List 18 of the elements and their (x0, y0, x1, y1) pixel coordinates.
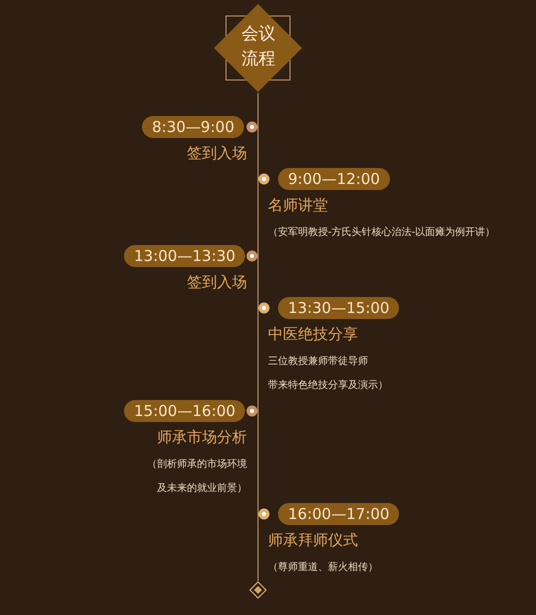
time-pill: 13:00—13:30 (124, 245, 246, 267)
session-title: 中医绝技分享 (268, 324, 358, 344)
time-pill: 16:00—17:00 (278, 503, 400, 525)
session-title: 签到入场 (187, 143, 247, 163)
session-description: （安军明教授-方氏头针核心治法-以面瘫为例开讲） (268, 226, 496, 240)
session-title: 师承市场分析 (157, 427, 247, 447)
time-pill: 9:00—12:00 (278, 168, 390, 190)
session-title: 名师讲堂 (268, 195, 328, 215)
session-title: 签到入场 (187, 272, 247, 292)
time-pill: 13:30—15:00 (278, 297, 400, 319)
time-pill: 8:30—9:00 (142, 116, 244, 138)
time-pill: 15:00—16:00 (124, 400, 246, 422)
session-description: （剖析师承的市场环境及未来的就业前景） (146, 458, 247, 496)
session-description: 三位教授兼师带徒导师 (268, 354, 368, 369)
session-title: 师承拜师仪式 (268, 530, 358, 550)
node-label: 会议流程 (240, 23, 277, 71)
session-description: （尊师重道、薪火相传） (268, 560, 379, 575)
session-description: 带来特色绝技分享及演示） (268, 378, 388, 393)
